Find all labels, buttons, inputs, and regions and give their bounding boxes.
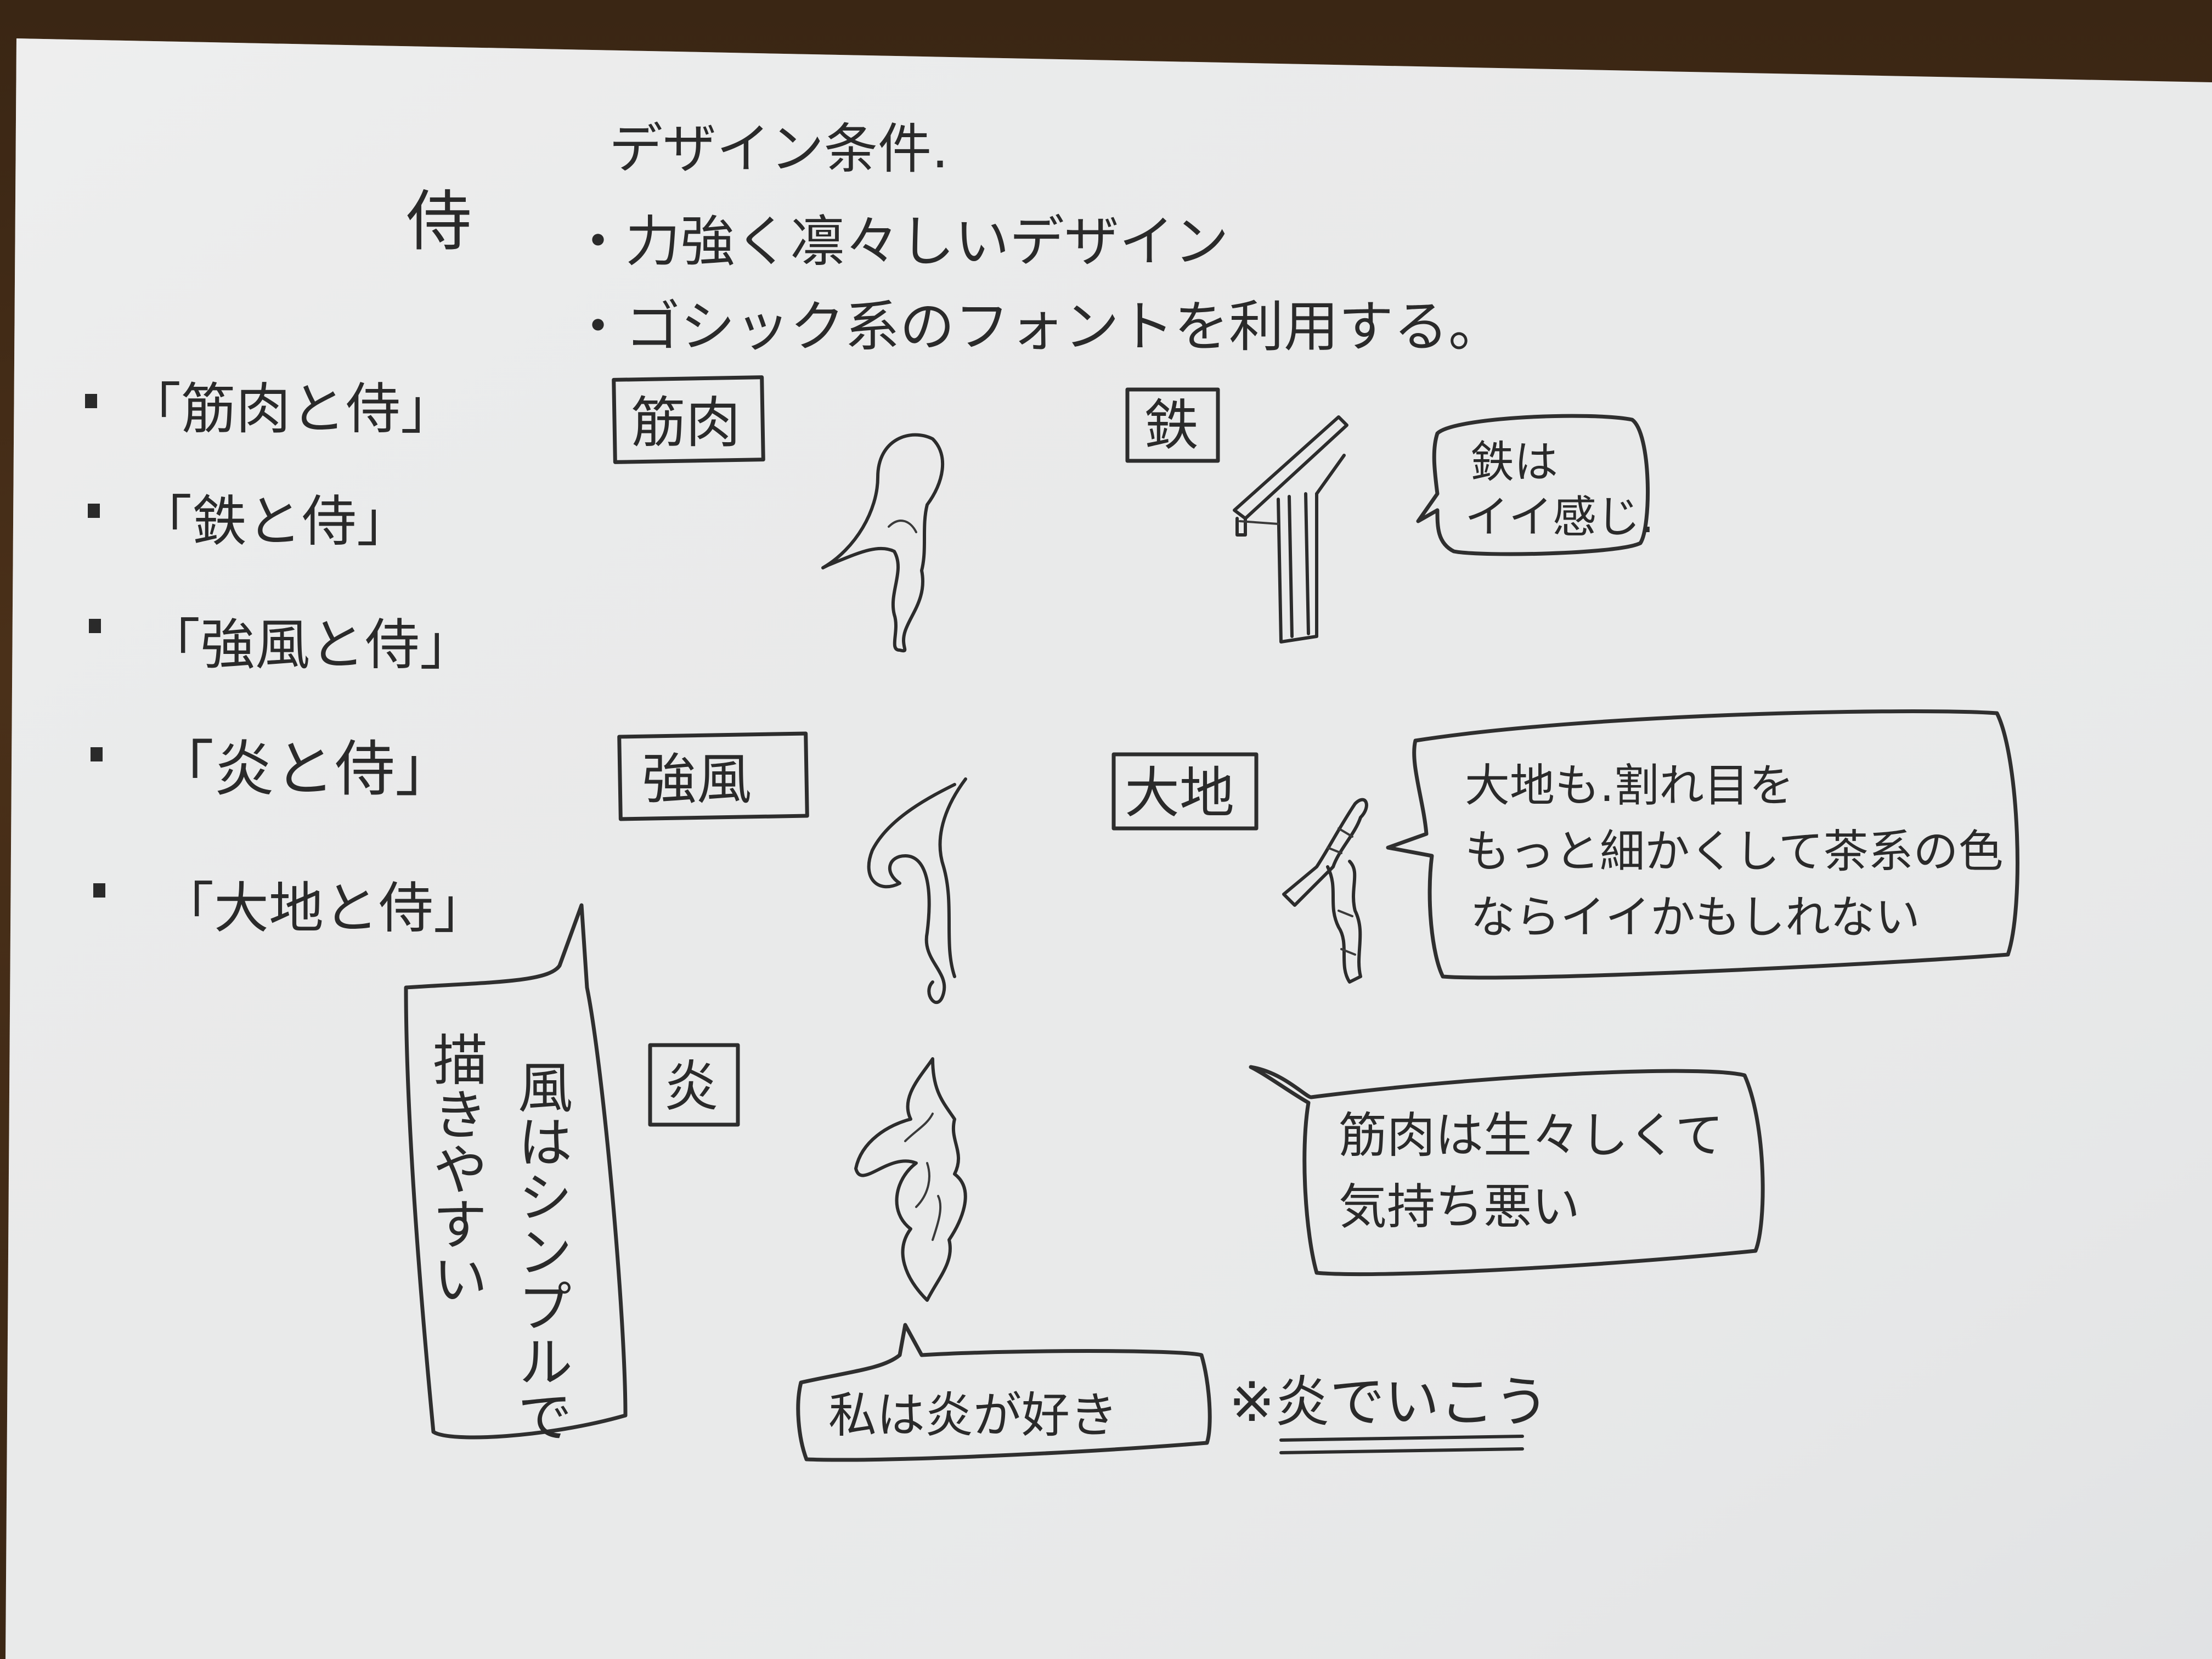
- svg-text:もっと細かくして茶系の色: もっと細かくして茶系の色: [1465, 826, 2004, 878]
- page-title: 侍: [406, 184, 472, 260]
- theme-item-5: 「大地と侍」: [159, 876, 488, 940]
- svg-text:イイ感じ.: イイ感じ.: [1465, 492, 1654, 543]
- svg-text:鉄は: 鉄は: [1470, 437, 1558, 488]
- theme-bullet-2: [88, 504, 100, 518]
- svg-text:大地も.割れ目を: 大地も.割れ目を: [1465, 760, 1794, 812]
- svg-text:※炎でいこう: ※炎でいこう: [1229, 1370, 1549, 1434]
- svg-text:描きやすい: 描きやすい: [424, 1031, 488, 1306]
- comment-flame: 私は炎が好き: [796, 1323, 1212, 1462]
- svg-text:筋肉: 筋肉: [631, 391, 741, 455]
- svg-text:ならイイかもしれない: ならイイかもしれない: [1470, 891, 1920, 944]
- conclusion-note: ※炎でいこう: [1229, 1370, 1549, 1454]
- paper-shading: [5, 38, 2212, 1659]
- comment-iron: 鉄は イイ感じ.: [1416, 414, 1654, 556]
- label-muscle: 筋肉: [612, 375, 765, 464]
- label-earth: 大地: [1111, 752, 1259, 831]
- svg-text:鉄: 鉄: [1144, 393, 1199, 458]
- svg-text:風はシンプルで: 風はシンプルで: [509, 1059, 573, 1443]
- theme-item-1: 「筋肉と侍」: [126, 377, 455, 441]
- svg-text:炎: 炎: [664, 1054, 719, 1119]
- muscle-sketch: [821, 433, 945, 653]
- svg-text:気持ち悪い: 気持ち悪い: [1339, 1178, 1580, 1235]
- iron-sketch: [1233, 415, 1348, 644]
- condition-item-2: ・ゴシック系のフォントを利用する。: [571, 295, 1503, 359]
- theme-bullet-4: [91, 747, 103, 761]
- conditions-heading: デザイン条件.: [609, 118, 949, 180]
- svg-text:筋肉は生々しくて: 筋肉は生々しくて: [1339, 1107, 1723, 1164]
- svg-text:大地: 大地: [1125, 761, 1234, 825]
- comment-wind: 風はシンプルで 描きやすい: [404, 903, 628, 1443]
- label-flame: 炎: [648, 1043, 740, 1127]
- flame-sketch: [854, 1057, 967, 1302]
- theme-item-3: 「強風と侍」: [145, 613, 475, 677]
- theme-item-4: 「炎と侍」: [154, 734, 455, 804]
- theme-bullet-5: [93, 883, 105, 898]
- comment-earth: 大地も.割れ目を もっと細かくして茶系の色 ならイイかもしれない: [1386, 709, 2019, 980]
- comment-muscle: 筋肉は生々しくて 気持ち悪い: [1249, 1065, 1765, 1277]
- condition-item-1: ・力強く凛々しいデザイン: [571, 210, 1229, 274]
- svg-text:強風: 強風: [642, 747, 752, 811]
- svg-text:私は炎が好き: 私は炎が好き: [828, 1387, 1118, 1443]
- theme-bullet-1: [85, 394, 97, 408]
- wind-sketch: [867, 777, 967, 1004]
- label-wind: 強風: [617, 731, 809, 821]
- earth-sketch: [1282, 798, 1368, 984]
- theme-item-2: 「鉄と侍」: [137, 489, 411, 554]
- label-iron: 鉄: [1125, 387, 1220, 463]
- theme-bullet-3: [89, 619, 101, 633]
